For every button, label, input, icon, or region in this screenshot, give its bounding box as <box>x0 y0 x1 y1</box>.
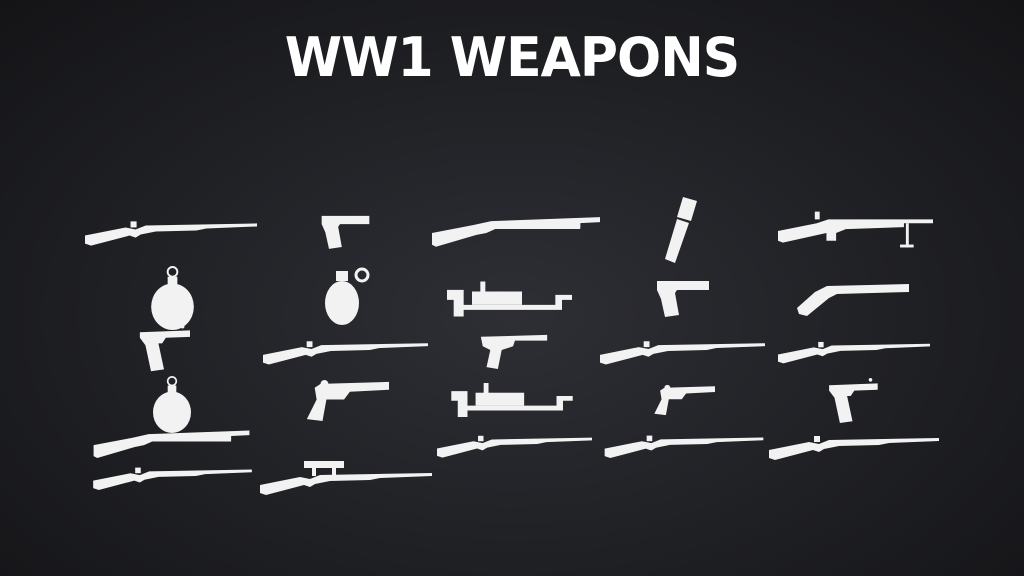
rifle-icon <box>600 430 768 458</box>
pineapple-grenade-icon <box>150 266 195 330</box>
sniper-rifle-icon <box>260 455 432 495</box>
shotgun-icon <box>90 425 253 458</box>
mauser-pistol-icon <box>480 333 548 369</box>
luger-pistol-icon <box>138 323 190 373</box>
light-machine-gun-icon <box>778 210 933 252</box>
revolver-icon <box>650 380 715 420</box>
revolver-icon <box>300 378 390 423</box>
page-title: WW1 WEAPONS <box>284 26 740 90</box>
egg-grenade-icon <box>322 265 370 325</box>
sawed-off-shotgun-icon <box>797 282 909 316</box>
heavy-machine-gun-icon <box>437 383 587 417</box>
stick-grenade-icon <box>660 197 702 263</box>
rifle-icon <box>437 430 592 458</box>
rifle-icon <box>85 213 257 248</box>
rifle-icon <box>768 430 940 460</box>
semi-auto-pistol-icon <box>653 273 713 321</box>
luger-pistol-icon <box>820 378 885 423</box>
heavy-machine-gun-icon <box>447 278 572 320</box>
rifle-icon <box>263 335 428 365</box>
pistol-icon <box>318 212 373 249</box>
shotgun-icon <box>432 210 600 248</box>
rifle-icon <box>85 462 260 490</box>
rifle-icon <box>600 335 765 365</box>
rifle-icon <box>778 335 930 365</box>
